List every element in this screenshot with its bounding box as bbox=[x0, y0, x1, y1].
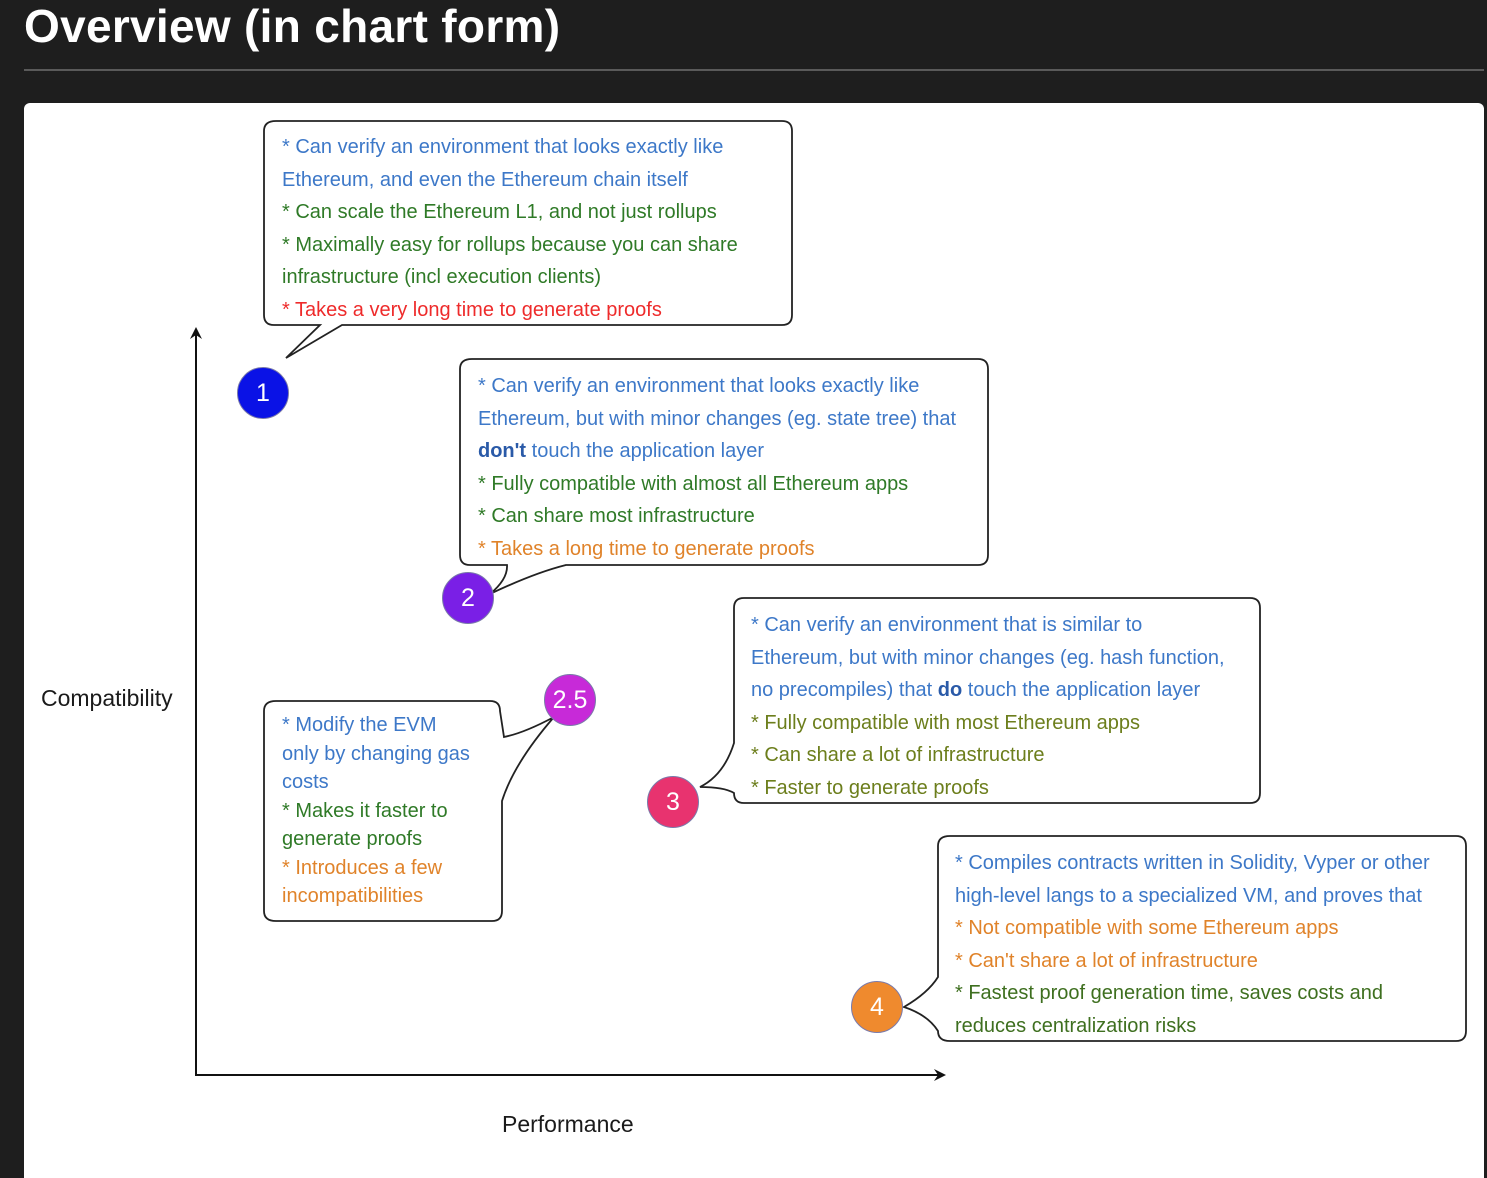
callout-type4-outline bbox=[901, 835, 1467, 1042]
type3-line: * Faster to generate proofs bbox=[751, 776, 989, 799]
type4-line: * Can't share a lot of infrastructure bbox=[955, 949, 1258, 972]
node-type2: 2 bbox=[442, 572, 494, 624]
type25-line: * Introduces a few incompatibilities bbox=[282, 856, 443, 908]
type3-emphasis: do bbox=[937, 679, 963, 702]
diagram-canvas: Compatibility Performance * Can verify a… bbox=[24, 103, 1484, 1178]
type1-line: Ethereum, and even the Ethereum chain it… bbox=[282, 168, 688, 191]
type2-line-rest: touch the application layer bbox=[526, 440, 765, 463]
type4-line: * Compiles contracts written in Solidity… bbox=[955, 852, 1430, 874]
type3-line: * Can verify an environment that is simi… bbox=[751, 614, 1143, 636]
type25-line: * Modify the EVM only by changing gas co… bbox=[282, 714, 470, 793]
callout-type25: * Modify the EVM only by changing gas co… bbox=[264, 711, 496, 911]
callout-type2: * Can verify an environment that looks e… bbox=[460, 362, 988, 574]
type1-line: infrastructure (incl execution clients) bbox=[282, 266, 602, 289]
type2-emphasis: don't bbox=[478, 440, 527, 463]
callout-type25-outline bbox=[263, 700, 555, 922]
type2-line: * Fully compatible with almost all Ether… bbox=[478, 472, 909, 495]
type2-line: * Takes a long time to generate proofs bbox=[478, 537, 815, 560]
diagram-shapes bbox=[190, 120, 1467, 1081]
title-divider bbox=[24, 69, 1484, 71]
node-type1: 1 bbox=[237, 367, 289, 419]
callout-type1-outline bbox=[263, 120, 793, 359]
type4-line: high-level langs to a specialized VM, an… bbox=[955, 884, 1422, 907]
node-type1-label: 1 bbox=[256, 378, 270, 407]
type2-line: don't touch the application layer bbox=[478, 435, 970, 468]
type1-line: * Maximally easy for rollups because you… bbox=[282, 233, 738, 256]
callout-type1: * Can verify an environment that looks e… bbox=[264, 123, 792, 335]
type25-line: * Makes it faster to generate proofs bbox=[282, 799, 448, 851]
type2-line: * Can verify an environment that looks e… bbox=[478, 375, 920, 397]
callout-type4: * Compiles contracts written in Solidity… bbox=[937, 839, 1467, 1051]
type2-line: Ethereum, but with minor changes (eg. st… bbox=[478, 407, 957, 430]
node-type4-label: 4 bbox=[870, 992, 884, 1021]
type3-line-rest: touch the application layer bbox=[962, 679, 1201, 702]
node-type25: 2.5 bbox=[544, 674, 596, 726]
callout-type3-outline bbox=[699, 597, 1261, 804]
node-type25-label: 2.5 bbox=[552, 685, 588, 714]
type4-line: reduces centralization risks bbox=[955, 1014, 1197, 1037]
type2-line: * Can share most infrastructure bbox=[478, 505, 755, 528]
type3-line: Ethereum, but with minor changes (eg. ha… bbox=[751, 646, 1225, 669]
x-axis-label: Performance bbox=[502, 1111, 634, 1137]
node-type2-label: 2 bbox=[461, 583, 475, 612]
type3-line: * Fully compatible with most Ethereum ap… bbox=[751, 711, 1141, 734]
type3-line-pre: no precompiles) that bbox=[751, 679, 938, 702]
callout-type3: * Can verify an environment that is simi… bbox=[733, 601, 1261, 813]
type1-line: * Takes a very long time to generate pro… bbox=[282, 298, 662, 321]
type4-line: * Not compatible with some Ethereum apps bbox=[955, 917, 1339, 940]
node-type4: 4 bbox=[851, 981, 903, 1033]
y-axis-label: Compatibility bbox=[41, 685, 173, 711]
type1-line: * Can verify an environment that looks e… bbox=[282, 136, 724, 158]
type1-line: * Can scale the Ethereum L1, and not jus… bbox=[282, 201, 717, 224]
node-type3: 3 bbox=[647, 776, 699, 828]
callout-type2-outline bbox=[459, 358, 989, 595]
type4-line: * Fastest proof generation time, saves c… bbox=[955, 982, 1383, 1005]
type3-line: * Can share a lot of infrastructure bbox=[751, 744, 1045, 767]
node-type3-label: 3 bbox=[666, 787, 680, 816]
page-title: Overview (in chart form) bbox=[24, 0, 561, 52]
type3-line: no precompiles) that do touch the applic… bbox=[751, 674, 1243, 707]
